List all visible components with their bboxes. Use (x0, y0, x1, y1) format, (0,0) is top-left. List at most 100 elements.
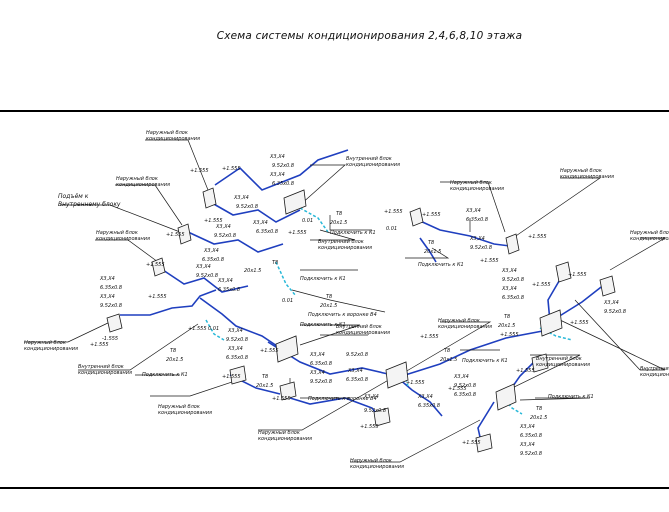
outdoor-unit-label: Наружный блок (630, 230, 669, 236)
level-mark: +1.555 (360, 424, 379, 430)
outdoor-unit (279, 381, 297, 401)
connect-k1-label: Подключить к К1 (462, 358, 508, 364)
cable-label: X3,X4 (269, 172, 285, 178)
slope-label: 0.01 (208, 326, 219, 332)
outdoor-unit (106, 313, 123, 333)
cable-label: X3,X4 (309, 370, 325, 376)
pipe-952-label: 9.52x0.8 (520, 451, 542, 457)
pipe-952-label: 9.52x0.8 (196, 273, 218, 279)
cable-label: X3,X4 (215, 224, 231, 230)
cable-label: X3,X4 (233, 195, 249, 201)
slope-label: 0.01 (302, 218, 313, 224)
drain-20-label: 20x1.5 (330, 220, 347, 226)
indoor-unit-label: Внутренний блок (78, 364, 124, 370)
cable-label: X3,X4 (203, 248, 219, 254)
outdoor-unit-label: кондиционирования (630, 236, 669, 242)
outdoor-unit-label: кондиционирования (146, 136, 200, 142)
level-mark: +1.555 (190, 168, 209, 174)
drawing-title: Схема системы кондиционирования 2,4,6,8,… (216, 30, 523, 42)
cable-label: X3,X4 (501, 268, 517, 274)
drain-20-label: 20x1.5 (498, 323, 515, 329)
connect-k1-label: Подключить к К1 (300, 322, 346, 328)
cable-label: X3,X4 (363, 394, 379, 400)
level-mark: +1.555 (532, 282, 551, 288)
pipe-635-label: 6.35x0.8 (100, 285, 122, 291)
outdoor-unit (409, 207, 424, 227)
indoor-unit-label: кондиционирования (318, 245, 372, 251)
cable-label: X3,X4 (227, 328, 243, 334)
level-mark: +1.555 (568, 272, 587, 278)
connect-k1-label: Подключить к К1 (418, 262, 464, 268)
outdoor-unit (555, 261, 572, 283)
level-mark: +1.555 (148, 294, 167, 300)
outdoor-unit (531, 353, 549, 373)
level-mark: +1.555 (462, 440, 481, 446)
pipe-635-label: 6.35x0.8 (466, 217, 488, 223)
outdoor-unit-label: Наружный блок (146, 130, 188, 136)
level-mark: +1.555 (166, 232, 185, 238)
level-mark: +1.555 (146, 262, 165, 268)
slope-label: 0.01 (282, 298, 293, 304)
pipe-635-label: 6.35x0.8 (310, 361, 332, 367)
cable-label: X3,X4 (269, 154, 285, 160)
level-mark: +1.555 (222, 166, 241, 172)
cable-label: X3,X4 (519, 424, 535, 430)
pipe-952-label: 9.52x0.8 (100, 303, 122, 309)
indoor-unit (385, 361, 409, 389)
outdoor-unit-label: Наружный блок (158, 404, 200, 410)
drain-20-label: 20x1.5 (424, 249, 441, 255)
pipe-635-label: 6.35x0.8 (202, 257, 224, 263)
cable-label: X3,X4 (465, 208, 481, 214)
pipe-635-label: 6.35x0.8 (256, 229, 278, 235)
pipe-952-label: 9.52x0.8 (214, 233, 236, 239)
drain-t8-label: T8 (428, 240, 434, 246)
indoor-unit-label: кондиционирования (346, 162, 400, 168)
connect-k1-label: Подключить к К1 (548, 394, 594, 400)
pipe-952-label: 9.52x0.8 (272, 163, 294, 169)
level-mark: +1.555 (516, 368, 535, 374)
outdoor-unit-label: кондиционирования (560, 174, 614, 180)
cable-label: X3,X4 (453, 374, 469, 380)
drain-20-label: 20x1.5 (256, 383, 273, 389)
indoor-unit (275, 335, 299, 363)
drain-20-label: 20x1.5 (166, 357, 183, 363)
outdoor-unit (177, 223, 192, 245)
drain-20-label: 20x1.5 (440, 357, 457, 363)
level-mark: +1.555 (422, 212, 441, 218)
frame-bottom-line (0, 487, 669, 489)
outdoor-unit (229, 365, 247, 385)
outdoor-unit-label: Наружный блок (450, 180, 492, 186)
pipe-952-label: 9.52x0.8 (502, 277, 524, 283)
outdoor-unit-label: кондиционирования (450, 186, 504, 192)
indoor-unit (283, 189, 307, 215)
outdoor-unit-label: Наружный блок (258, 430, 300, 436)
pipe-635-label: 6.35x0.8 (520, 433, 542, 439)
pipe-952-label: 9.52x0.8 (454, 383, 476, 389)
pipe-635-label: 6.35x0.8 (454, 392, 476, 398)
drain-t8-label: T8 (504, 314, 510, 320)
level-mark: +1.555 (570, 320, 589, 326)
pipe-952-label: 9.52x0.8 (236, 204, 258, 210)
pipe-635-label: 6.35x0.8 (272, 181, 294, 187)
cable-label: X3,X4 (99, 276, 115, 282)
level-mark: +1.555 (90, 342, 109, 348)
level-mark: +1.555 (204, 218, 223, 224)
drain-t8-label: T8 (262, 374, 268, 380)
outdoor-unit-label: кондиционирования (24, 346, 78, 352)
pipe-952-label: 9.52x0.8 (364, 408, 386, 414)
connect-k1-label: Подключить к К1 (300, 276, 346, 282)
drain-t8-label: T8 (444, 348, 450, 354)
cable-label: X3,X4 (252, 220, 268, 226)
indoor-unit-label: Внутренний блок (336, 324, 382, 330)
indoor-unit-label: кондиционирования (336, 330, 390, 336)
pipe-635-label: 6.35x0.8 (502, 295, 524, 301)
pipe-635-label: 6.35x0.8 (226, 355, 248, 361)
labels: Наружный блок кондиционирования Наружный… (24, 130, 669, 470)
units (106, 187, 616, 453)
pipe-635-label: 6.35x0.8 (218, 287, 240, 293)
cable-label: X3,X4 (519, 442, 535, 448)
connect-k1-label: Подключить к К1 (330, 230, 376, 236)
riser-label: Подъём к (58, 193, 89, 200)
indoor-unit-label: Внутренний блок (536, 356, 582, 362)
